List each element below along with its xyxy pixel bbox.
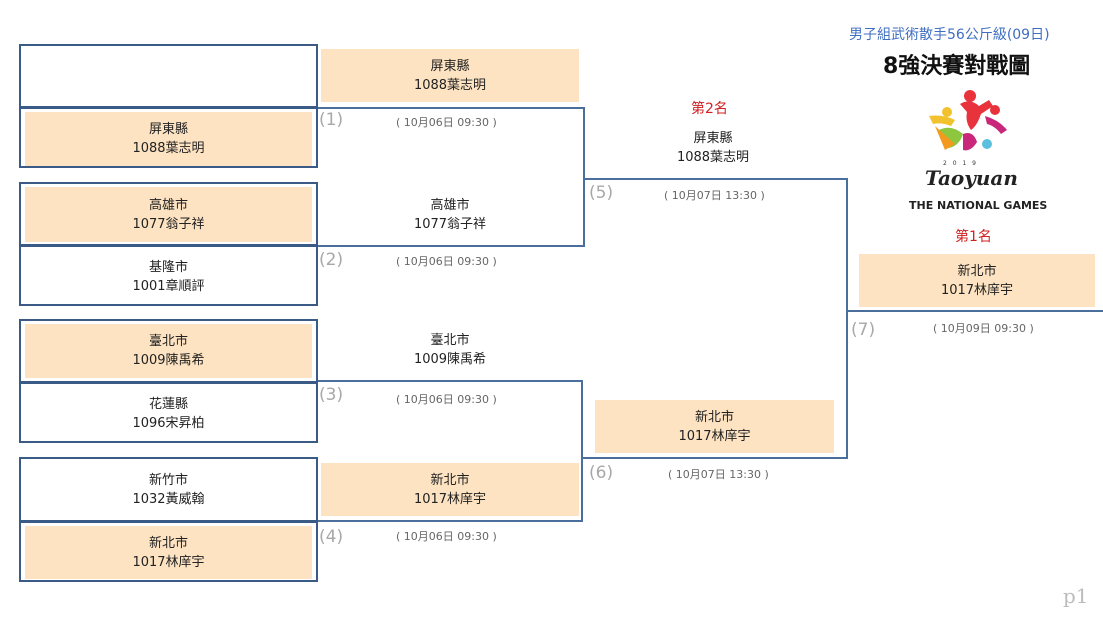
team-name: 花蓮縣 bbox=[148, 396, 188, 412]
match-6-time: ( 10月07日 13:30 ) bbox=[668, 468, 769, 481]
bracket-line bbox=[318, 520, 582, 522]
r1-entry-7: 新竹市 1032黃威翰 bbox=[25, 462, 312, 517]
page-number: p1 bbox=[1063, 584, 1089, 608]
match-3-winner: 臺北市 1009陳禹希 bbox=[321, 323, 579, 376]
bracket-title: 8強決賽對戰圖 bbox=[883, 54, 1031, 79]
player-name: 1088葉志明 bbox=[413, 77, 487, 93]
team-name: 新北市 bbox=[148, 535, 188, 551]
team-name: 新北市 bbox=[430, 472, 470, 488]
bracket-line bbox=[846, 178, 848, 459]
team-name: 新北市 bbox=[957, 263, 997, 279]
r1-entry-4: 基隆市 1001章順評 bbox=[25, 249, 312, 304]
bracket-line bbox=[318, 107, 584, 109]
player-name: 1077翁子祥 bbox=[413, 216, 487, 232]
logo-wordmark: Taoyuan bbox=[925, 166, 1018, 190]
match-7-time: ( 10月09日 09:30 ) bbox=[933, 322, 1034, 335]
player-name: 1017林庠宇 bbox=[132, 554, 205, 570]
player-name: 1009陳禹希 bbox=[132, 353, 205, 368]
match-2-number: (2) bbox=[319, 250, 344, 270]
r1-slot-4 bbox=[19, 245, 318, 306]
player-name: 1009陳禹希 bbox=[413, 351, 487, 367]
match-4-number: (4) bbox=[319, 527, 344, 547]
match-5-number: (5) bbox=[589, 183, 614, 203]
final-winner: 新北市 1017林庠宇 bbox=[859, 254, 1095, 307]
match-5-time: ( 10月07日 13:30 ) bbox=[664, 189, 765, 202]
match-6-winner: 新北市 1017林庠宇 bbox=[595, 400, 834, 453]
games-emblem-icon bbox=[929, 90, 1007, 151]
player-name: 1017林庠宇 bbox=[413, 491, 487, 507]
team-name: 臺北市 bbox=[430, 332, 470, 348]
match-6-number: (6) bbox=[589, 463, 614, 483]
r1-entry-6: 花蓮縣 1096宋昇柏 bbox=[25, 386, 312, 441]
bracket-line bbox=[318, 380, 582, 382]
match-7-number: (7) bbox=[851, 320, 876, 340]
team-name: 新竹市 bbox=[148, 472, 188, 488]
bracket-line bbox=[847, 310, 1103, 312]
match-5-winner: 屏東縣 1088葉志明 bbox=[598, 126, 828, 170]
second-place-label: 第2名 bbox=[691, 101, 728, 117]
bracket-line bbox=[582, 457, 847, 459]
player-name: 1001章順評 bbox=[132, 278, 205, 294]
team-name: 屏東縣 bbox=[148, 122, 188, 137]
r1-entry-5: 臺北市 1009陳禹希 bbox=[25, 324, 312, 378]
bracket-line bbox=[583, 107, 585, 247]
player-name: 1032黃威翰 bbox=[132, 491, 205, 507]
bracket-line bbox=[318, 245, 584, 247]
r1-slot-6 bbox=[19, 382, 318, 443]
match-3-time: ( 10月06日 09:30 ) bbox=[396, 393, 497, 406]
first-place-label: 第1名 bbox=[955, 229, 992, 245]
match-3-number: (3) bbox=[319, 385, 344, 405]
match-1-winner: 屏東縣 1088葉志明 bbox=[321, 49, 579, 102]
r1-entry-8: 新北市 1017林庠宇 bbox=[25, 526, 312, 579]
match-4-time: ( 10月06日 09:30 ) bbox=[396, 530, 497, 543]
team-name: 屏東縣 bbox=[693, 131, 733, 146]
logo-year: 2 0 1 9 bbox=[943, 160, 978, 167]
r1-entry-3: 高雄市 1077翁子祥 bbox=[25, 187, 312, 242]
match-1-time: ( 10月06日 09:30 ) bbox=[396, 116, 497, 129]
player-name: 1017林庠宇 bbox=[940, 282, 1014, 298]
team-name: 高雄市 bbox=[430, 197, 470, 213]
team-name: 臺北市 bbox=[148, 334, 188, 349]
event-subtitle: 男子組武術散手56公斤級(09日) bbox=[849, 27, 1050, 43]
bracket-line bbox=[581, 380, 583, 522]
player-name: 1088葉志明 bbox=[676, 150, 750, 165]
bracket-line bbox=[584, 178, 847, 180]
taoyuan-logo: 2 0 1 9 Taoyuan bbox=[915, 86, 1025, 190]
match-2-time: ( 10月06日 09:30 ) bbox=[396, 255, 497, 268]
match-2-winner: 高雄市 1077翁子祥 bbox=[321, 188, 579, 241]
player-name: 1096宋昇柏 bbox=[132, 415, 205, 431]
logo-caption: THE NATIONAL GAMES bbox=[909, 199, 1048, 212]
player-name: 1017林庠宇 bbox=[678, 428, 751, 444]
team-name: 高雄市 bbox=[148, 197, 188, 213]
team-name: 基隆市 bbox=[148, 259, 188, 275]
match-4-winner: 新北市 1017林庠宇 bbox=[321, 463, 579, 516]
team-name: 新北市 bbox=[694, 409, 734, 425]
player-name: 1088葉志明 bbox=[132, 141, 205, 156]
player-name: 1077翁子祥 bbox=[132, 216, 205, 232]
r1-entry-2: 屏東縣 1088葉志明 bbox=[25, 112, 312, 166]
team-name: 屏東縣 bbox=[430, 58, 470, 74]
r1-slot-1 bbox=[19, 44, 318, 108]
match-1-number: (1) bbox=[319, 110, 344, 130]
